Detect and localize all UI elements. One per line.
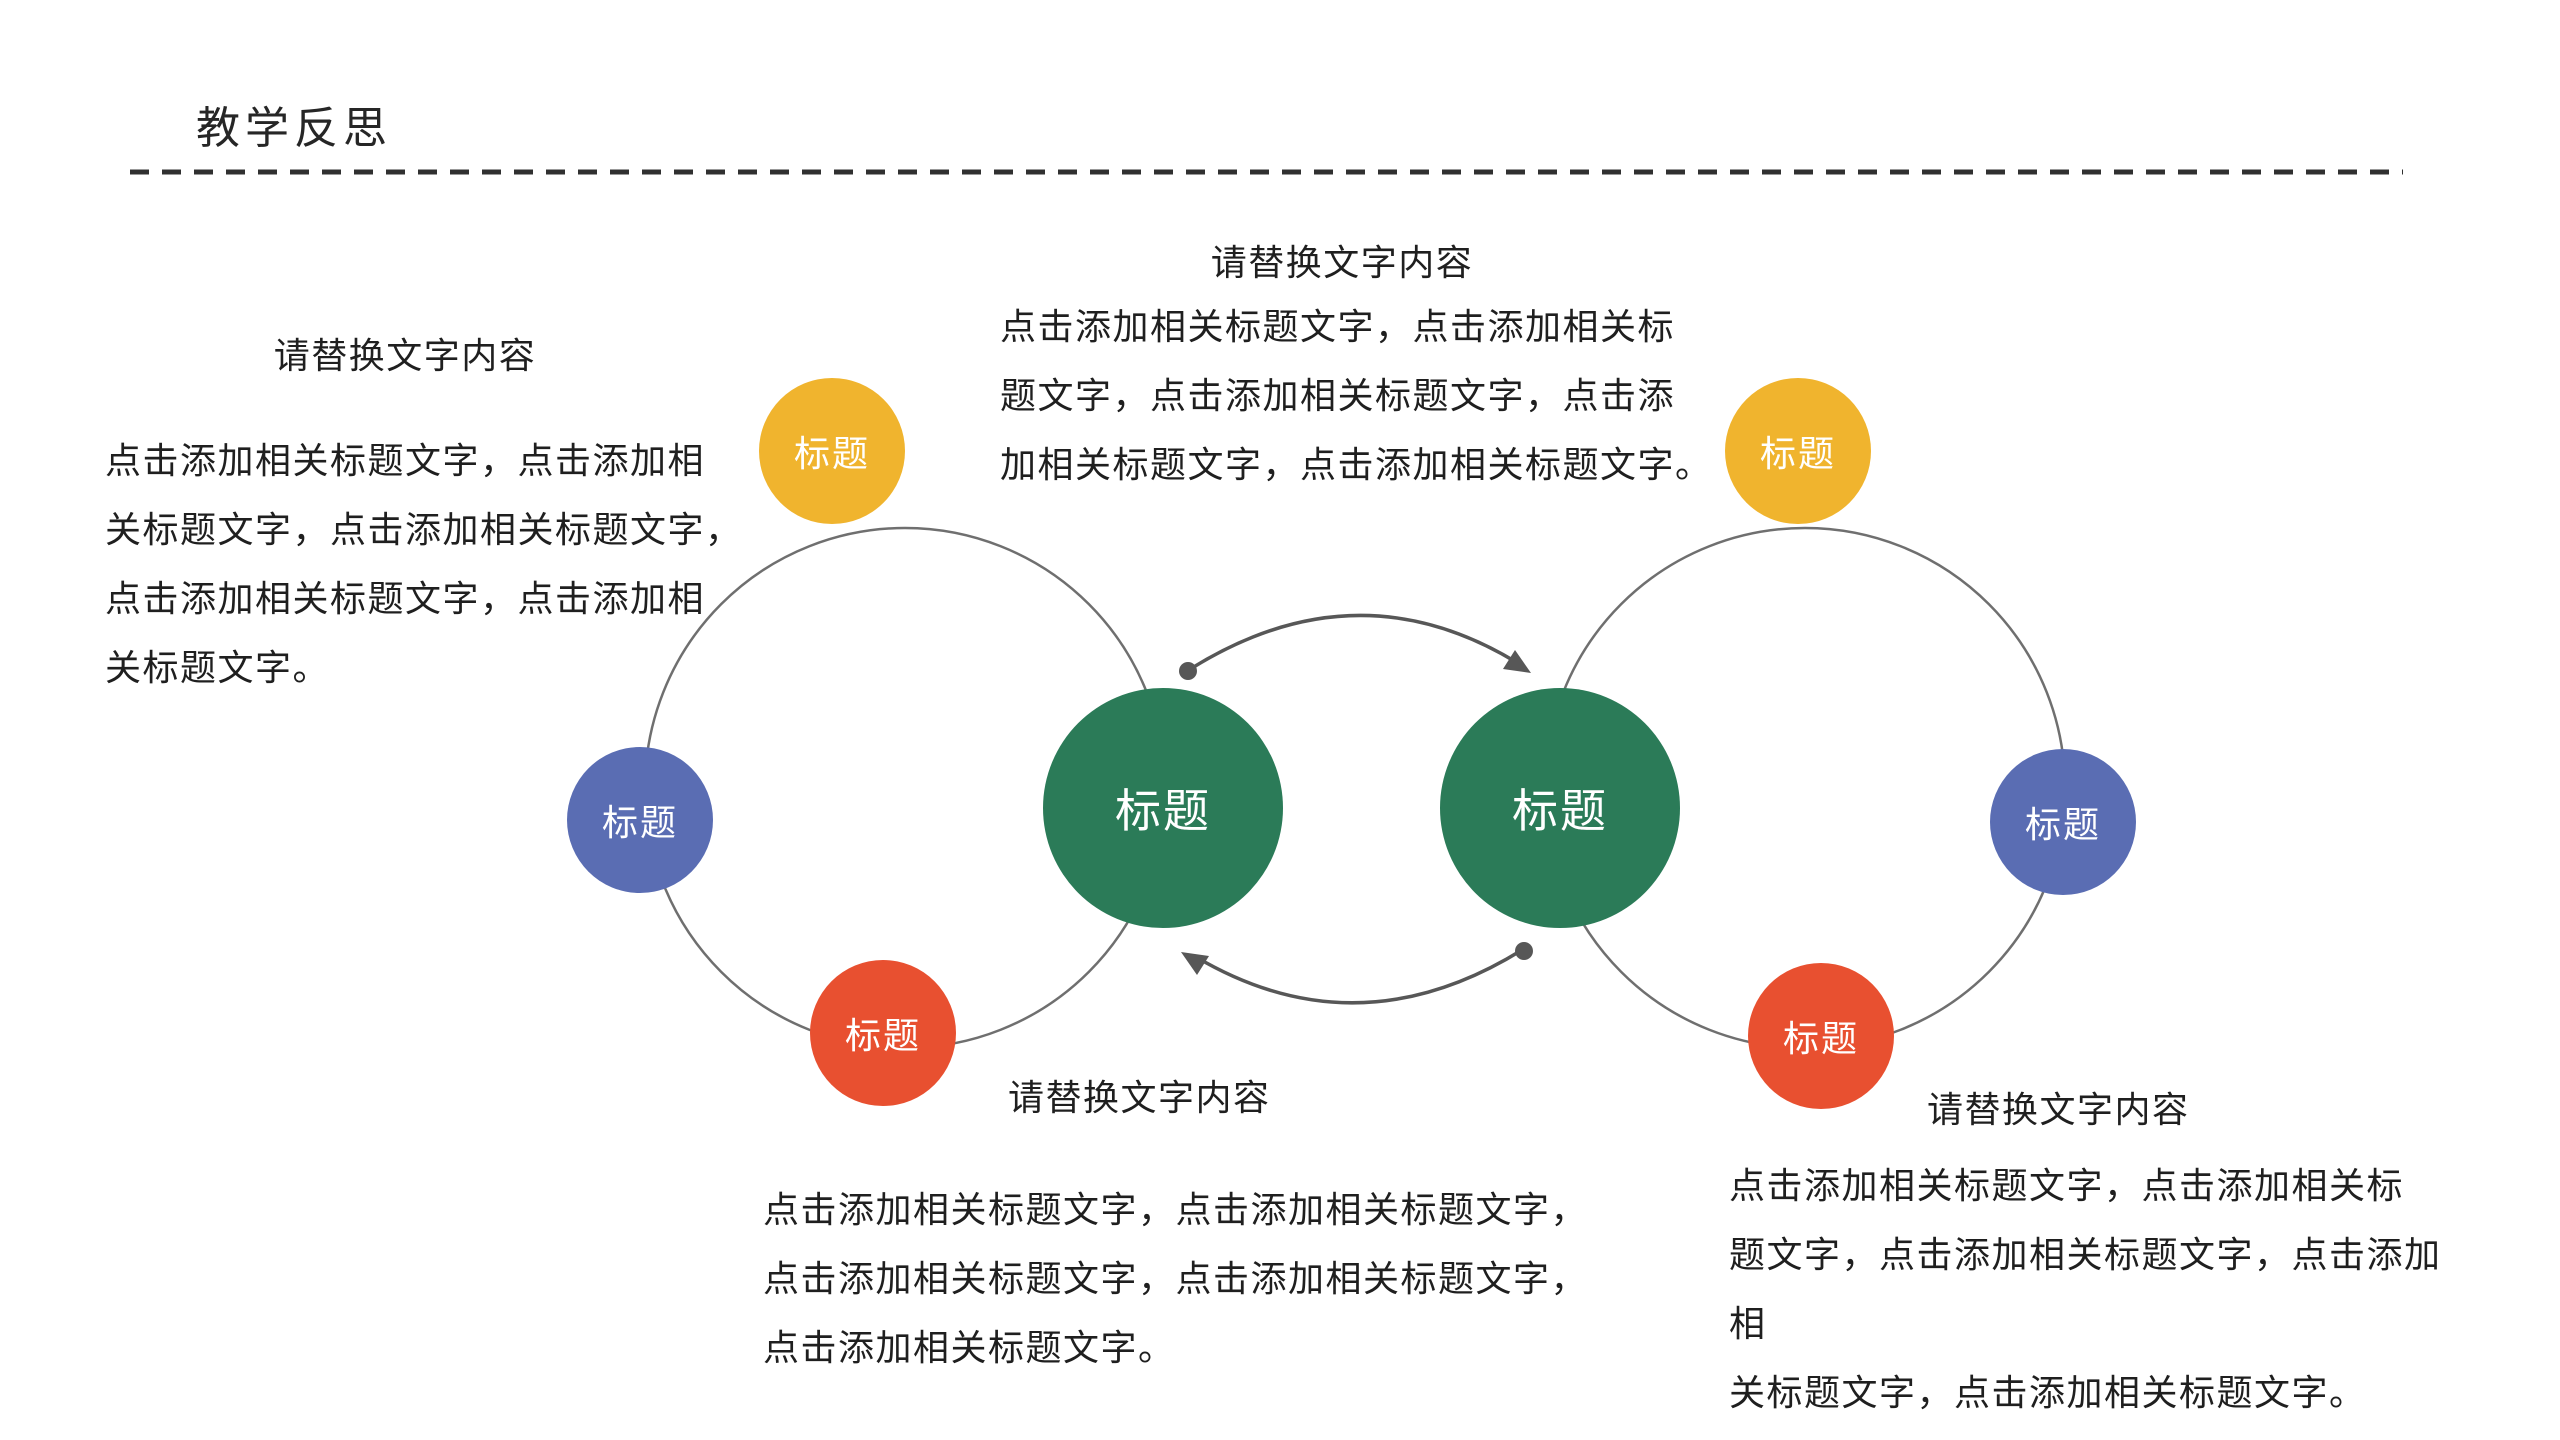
- bottom-right-block-body: 点击添加相关标题文字，点击添加相关标 题文字，点击添加相关标题文字，点击添加相 …: [1729, 1165, 2442, 1413]
- node-label: 标题: [1759, 433, 1836, 474]
- bottom-exchange-arrow-curve: [1195, 948, 1523, 1005]
- page-title: 教学反思: [196, 104, 392, 153]
- top-arrowhead-icon: [1503, 650, 1531, 673]
- node-red-right[interactable]: 标题: [1748, 963, 1894, 1109]
- top-center-block-title: 请替换文字内容: [1210, 242, 1474, 283]
- node-label: 标题: [1512, 785, 1608, 837]
- node-label: 标题: [844, 1015, 921, 1056]
- bottom-arrowhead-icon: [1181, 952, 1209, 975]
- node-label: 标题: [793, 433, 870, 474]
- top-exchange-arrow-curve: [1191, 613, 1517, 670]
- bottom-left-block-body: 点击添加相关标题文字，点击添加相关标题文字， 点击添加相关标题文字，点击添加相关…: [763, 1189, 1589, 1368]
- node-blue-left[interactable]: 标题: [567, 747, 713, 893]
- top-left-block-body: 点击添加相关标题文字，点击添加相 关标题文字，点击添加相关标题文字， 点击添加相…: [105, 440, 743, 688]
- node-label: 标题: [2024, 804, 2101, 845]
- node-red-left[interactable]: 标题: [810, 960, 956, 1106]
- node-green-left-center[interactable]: 标题: [1043, 688, 1283, 928]
- node-yellow-right[interactable]: 标题: [1725, 378, 1871, 524]
- node-label: 标题: [1115, 785, 1211, 837]
- bottom-right-block-title: 请替换文字内容: [1927, 1089, 2190, 1130]
- node-yellow-left[interactable]: 标题: [759, 378, 905, 524]
- top-center-block-body: 点击添加相关标题文字，点击添加相关标 题文字，点击添加相关标题文字，点击添 加相…: [1000, 306, 1713, 485]
- top-left-block-title: 请替换文字内容: [273, 335, 537, 376]
- node-blue-right[interactable]: 标题: [1990, 749, 2136, 895]
- bottom-left-block-title: 请替换文字内容: [1008, 1077, 1271, 1118]
- bottom-arrow-start-dot: [1515, 942, 1533, 960]
- node-label: 标题: [601, 802, 678, 843]
- node-green-right-center[interactable]: 标题: [1440, 688, 1680, 928]
- node-label: 标题: [1782, 1018, 1859, 1059]
- top-arrow-start-dot: [1179, 662, 1197, 680]
